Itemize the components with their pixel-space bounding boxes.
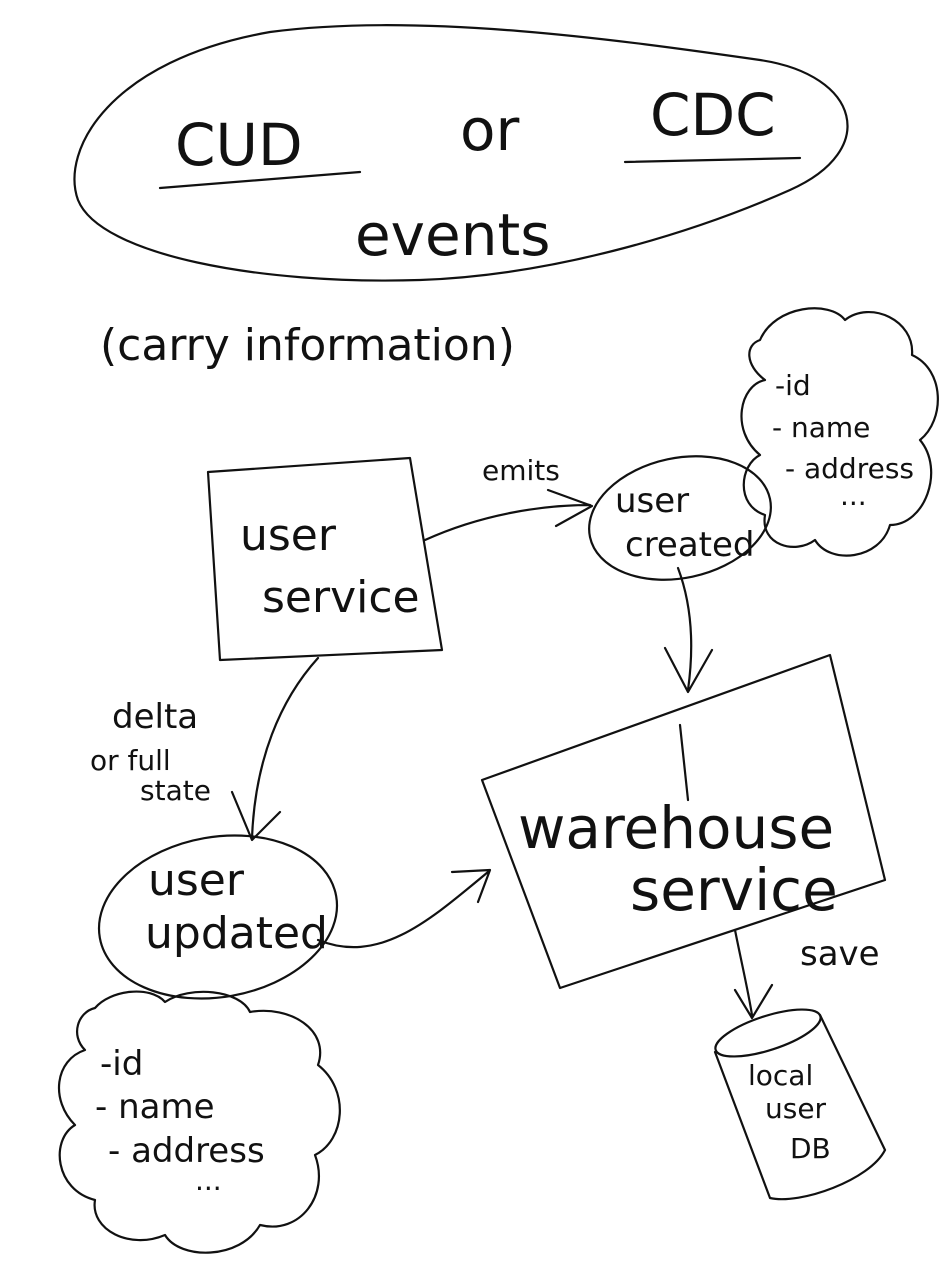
user-updated-line1: user — [148, 855, 245, 906]
db-line2: user — [765, 1092, 827, 1125]
emits-arrow — [423, 488, 594, 542]
updated-fields-cloud — [57, 990, 341, 1254]
title-cdc-underline — [623, 156, 802, 164]
save-label: save — [800, 934, 880, 974]
updated-field-name: - name — [95, 1087, 215, 1127]
edge-label-line3: state — [140, 774, 211, 807]
edge-label-line1: delta — [112, 697, 198, 737]
warehouse-line1: warehouse — [518, 794, 834, 862]
title-note: (carry information) — [100, 320, 515, 371]
user-created-oval — [588, 455, 772, 581]
title-events: events — [355, 201, 550, 269]
updated-field-address: - address — [108, 1131, 265, 1171]
warehouse-line2: service — [630, 856, 838, 924]
user-service-line1: user — [240, 510, 337, 561]
user-service-box — [206, 456, 444, 662]
created-fields-cloud — [740, 307, 939, 557]
user-created-line1: user — [615, 481, 689, 521]
service-to-updated-arrow — [230, 656, 320, 842]
save-arrow — [733, 928, 774, 1020]
emits-label: emits — [482, 454, 560, 487]
title-cud: CUD — [175, 111, 303, 179]
updated-field-more: ... — [195, 1164, 222, 1197]
db-body — [713, 1013, 887, 1201]
warehouse-service-box — [480, 653, 887, 990]
title-cud-underline — [158, 170, 362, 190]
created-field-id: -id — [775, 369, 811, 402]
created-to-warehouse-arrow — [663, 566, 714, 694]
title-blob — [73, 24, 849, 282]
edge-label-line2: or full — [90, 744, 171, 777]
created-field-more: ... — [840, 479, 867, 512]
user-updated-line2: updated — [145, 908, 328, 959]
title-cdc: CDC — [650, 81, 776, 149]
created-field-name: - name — [772, 411, 870, 444]
updated-to-warehouse-arrow — [316, 868, 492, 949]
local-db-cylinder — [713, 1008, 887, 1201]
user-service-line2: service — [262, 572, 420, 623]
db-line3: DB — [790, 1132, 831, 1165]
updated-field-id: -id — [100, 1044, 143, 1084]
user-created-line2: created — [625, 525, 755, 565]
warehouse-box-notch — [678, 723, 690, 802]
db-top-ellipse — [714, 1008, 822, 1058]
db-line1: local — [748, 1059, 813, 1092]
created-field-address: - address — [785, 452, 914, 485]
title-or: or — [460, 96, 519, 164]
